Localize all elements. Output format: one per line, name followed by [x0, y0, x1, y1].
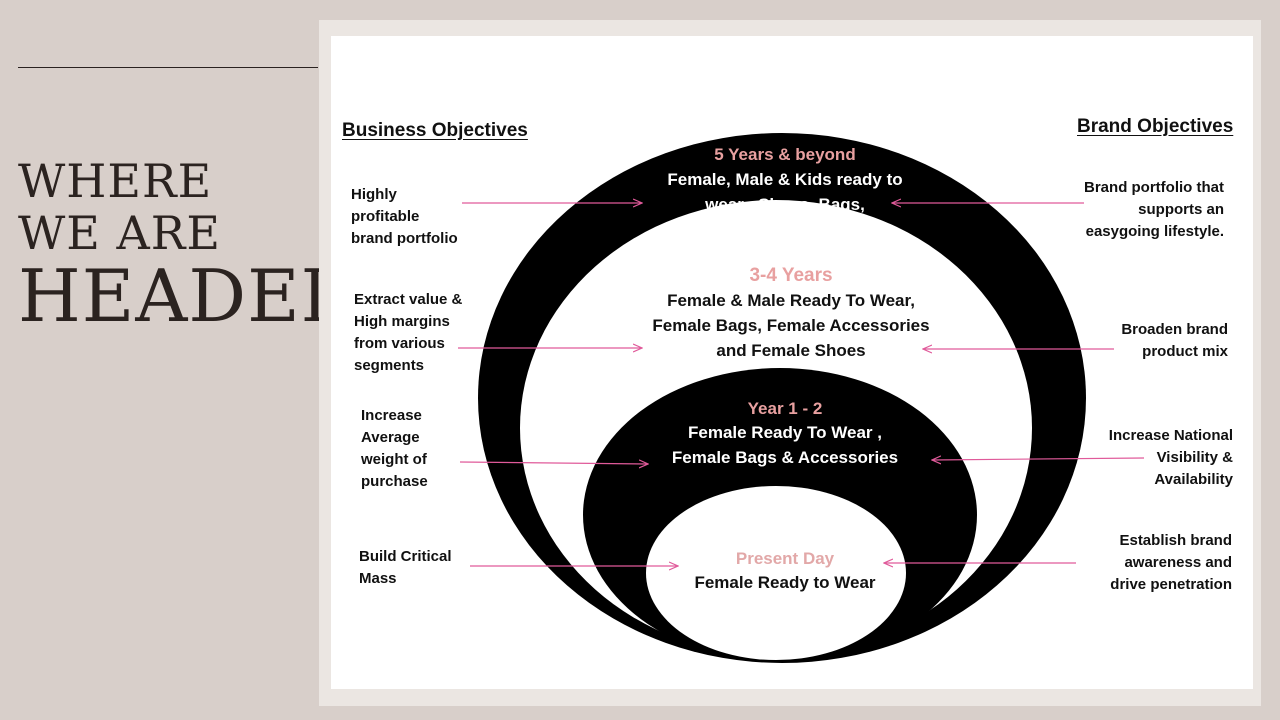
- objective-line: Availability: [1154, 471, 1233, 488]
- ring-label-present-day: Present Day Female Ready to Wear: [660, 549, 910, 595]
- offer-line: Accessories, Home-wear: [684, 220, 886, 239]
- objective-line: Extract value &: [354, 291, 463, 308]
- brand-objective-3: Increase National Visibility & Availabil…: [1109, 425, 1233, 491]
- objective-line: Broaden brand: [1121, 321, 1228, 338]
- objective-line: Increase National: [1108, 427, 1233, 444]
- ring-present-day: [646, 486, 906, 660]
- period-label: 5 Years & beyond: [714, 145, 856, 164]
- title-line-3: HEADED: [18, 254, 360, 338]
- business-objective-4: Build Critical Mass: [359, 546, 452, 590]
- objective-line: from various: [354, 335, 445, 352]
- title-rule: [18, 67, 318, 68]
- brand-objectives-heading: Brand Objectives: [1077, 116, 1234, 137]
- objective-line: weight of: [361, 451, 427, 468]
- arrow-business-3: [459, 462, 648, 464]
- arrow-brand-3: [932, 458, 1145, 460]
- business-objective-1: Highly profitable brand portfolio: [351, 184, 458, 250]
- objective-line: purchase: [361, 473, 428, 490]
- objective-line: Increase: [361, 407, 422, 424]
- objective-line: segments: [354, 357, 425, 374]
- offer-line: and Female Shoes: [716, 341, 866, 360]
- objective-line: drive penetration: [1110, 576, 1232, 593]
- period-label: Year 1 - 2: [747, 399, 823, 418]
- ring-label-year-1-2: Year 1 - 2 Female Ready To Wear , Female…: [620, 399, 950, 470]
- brand-objective-4: Establish brand awareness and drive pene…: [1110, 530, 1232, 596]
- objective-line: Mass: [359, 570, 397, 587]
- title-line-2: WE ARE: [18, 206, 221, 260]
- title-line-1: WHERE: [18, 154, 213, 208]
- objective-line: awareness and: [1124, 554, 1232, 571]
- objective-line: profitable: [351, 208, 420, 225]
- brand-objective-1: Brand portfolio that supports an easygoi…: [1084, 177, 1224, 243]
- objective-line: product mix: [1142, 343, 1228, 360]
- objective-line: Average: [361, 429, 420, 446]
- offer-line: Female Ready to Wear: [694, 573, 876, 592]
- objective-line: brand portfolio: [351, 230, 458, 247]
- offer-line: Female Bags & Accessories: [671, 448, 899, 467]
- brand-objective-2: Broaden brand product mix: [1121, 319, 1228, 363]
- business-objective-3: Increase Average weight of purchase: [361, 405, 428, 493]
- objective-line: Visibility &: [1156, 449, 1233, 466]
- business-objectives-heading: Business Objectives: [342, 120, 528, 141]
- objective-line: Brand portfolio that: [1084, 179, 1224, 196]
- objective-line: easygoing lifestyle.: [1085, 223, 1224, 240]
- slide-title: WHERE WE ARE HEADED: [18, 158, 359, 332]
- objective-line: Establish brand: [1119, 532, 1232, 549]
- offer-line: Female, Male & Kids ready to: [667, 170, 903, 189]
- objective-line: Build Critical: [359, 548, 452, 565]
- ring-label-5-years: 5 Years & beyond Female, Male & Kids rea…: [620, 145, 950, 242]
- period-label: Present Day: [735, 549, 835, 568]
- ring-label-3-4-years: 3-4 Years Female & Male Ready To Wear, F…: [626, 265, 956, 363]
- objective-line: supports an: [1138, 201, 1224, 218]
- offer-line: Female Ready To Wear ,: [688, 423, 882, 442]
- offer-line: Female & Male Ready To Wear,: [667, 291, 915, 310]
- offer-line: Female Bags, Female Accessories: [652, 316, 930, 335]
- business-objective-2: Extract value & High margins from variou…: [354, 289, 462, 377]
- offer-line: wear , Shoes, Bags,: [705, 195, 865, 214]
- objective-line: Highly: [351, 186, 397, 203]
- period-label: 3-4 Years: [749, 265, 833, 286]
- objective-line: High margins: [354, 313, 450, 330]
